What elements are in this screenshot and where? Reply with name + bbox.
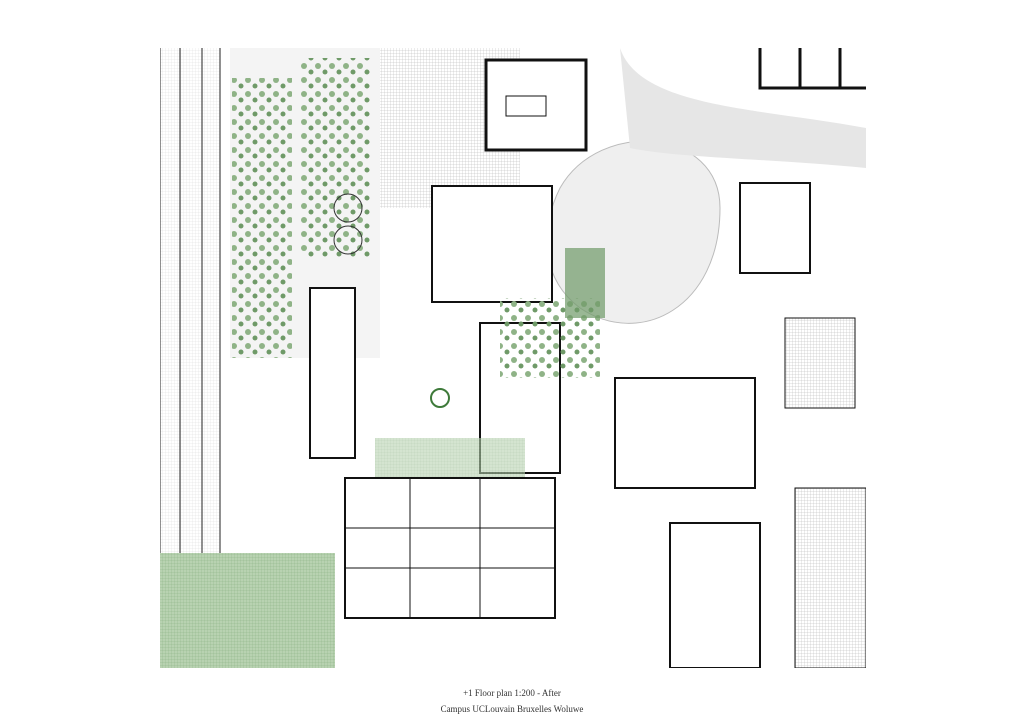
vegetation-courtyard [375,248,605,498]
northeast-building [758,48,866,90]
building-north [484,58,588,152]
floor-plan-drawing [160,48,866,668]
plan-subtitle: Campus UCLouvain Bruxelles Woluwe [440,704,584,714]
plan-title: +1 Floor plan 1:200 - After [463,688,561,698]
southeast-buildings [669,487,866,668]
south-building [344,477,556,619]
central-buildings [309,182,856,489]
green-roof-garden [230,48,380,358]
green-plaza [160,553,335,668]
left-building-strip [160,48,221,553]
